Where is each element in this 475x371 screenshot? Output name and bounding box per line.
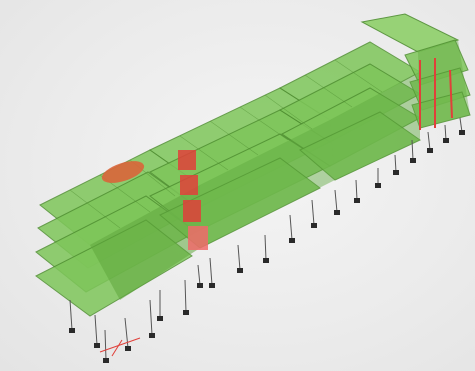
slab [411, 91, 471, 129]
red-base-dimension [99, 337, 141, 357]
orange-oval-element[interactable] [99, 157, 146, 188]
facade [200, 120, 335, 248]
red-right-columns[interactable] [419, 58, 453, 130]
ground-columns [69, 117, 463, 361]
facade [418, 40, 470, 128]
support-markers [69, 130, 465, 363]
building-floor-slabs [35, 13, 471, 317]
facade [90, 185, 200, 300]
slab [360, 13, 460, 53]
red-column-stack[interactable] [178, 150, 208, 250]
facade [330, 72, 420, 180]
slab [299, 111, 421, 181]
